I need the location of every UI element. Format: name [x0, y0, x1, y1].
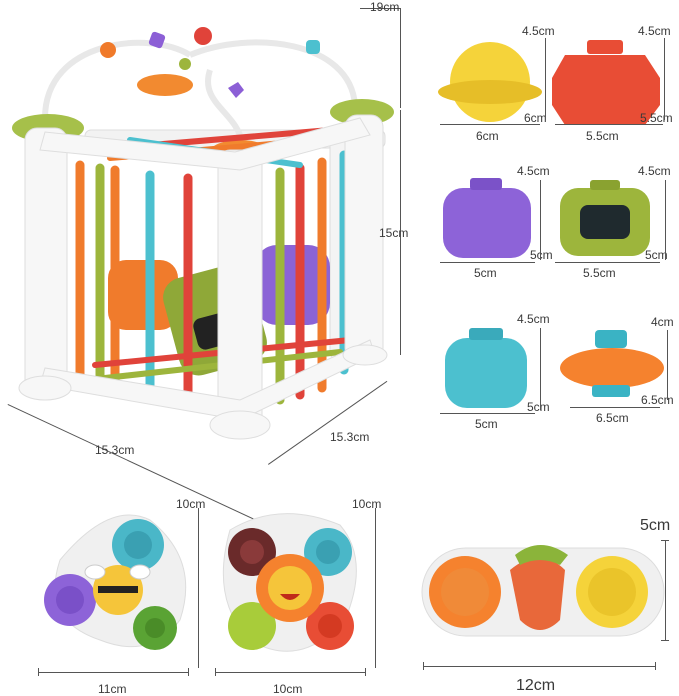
shape-1-height: 4.5cm [522, 24, 555, 38]
spinner-3-width: 12cm [516, 677, 556, 694]
cube-side-line [400, 110, 401, 355]
inner-shape-purple [255, 245, 330, 325]
shape-5-depth: 5cm [527, 400, 550, 414]
shape-6-vline [667, 330, 668, 400]
spinner-1-tick-r [188, 668, 189, 676]
shape-cyan-cube [445, 328, 527, 408]
shape-2-vline [664, 38, 665, 120]
cube-width-left-label: 15.3cm [95, 443, 135, 457]
cap-top [137, 74, 193, 96]
shape-1-depth: 6cm [524, 111, 547, 125]
shape-2-hline [555, 124, 663, 125]
shape-4-hline [555, 262, 660, 263]
cube-front-frame [18, 114, 388, 440]
shape-3-depth: 5cm [530, 248, 553, 262]
cube-height-line-top [360, 8, 400, 9]
wire-beads [100, 27, 320, 98]
shape-6-hline [570, 407, 660, 408]
spinner-2-height-line [375, 508, 376, 668]
inner-shape-orange [108, 260, 178, 330]
spinner-bee [44, 514, 187, 650]
shape-3-vline [540, 180, 541, 260]
spinner-1-width-line [38, 672, 188, 673]
cube-height-label: 19cm [370, 0, 400, 14]
spinner-3-tick-b [661, 640, 669, 641]
shape-2-width: 5.5cm [586, 129, 619, 143]
spinner-3-height-line [665, 540, 666, 640]
spinner-1-height: 10cm [176, 497, 206, 511]
shape-6-width: 6.5cm [596, 411, 629, 425]
shape-5-hline [440, 413, 535, 414]
spinner-sun [222, 513, 357, 652]
shape-purple-pumpkin [443, 178, 531, 258]
spinner-3-tick-r [655, 662, 656, 670]
shape-3-hline [440, 262, 535, 263]
shape-red-octagon [552, 40, 660, 125]
shape-green-robot [560, 180, 650, 256]
shape-orange-studded [560, 330, 664, 397]
spinner-2-width-line [215, 672, 365, 673]
shape-1-hline [440, 124, 540, 125]
shape-4-depth: 5cm [645, 248, 668, 262]
spinner-1-width: 11cm [98, 682, 127, 696]
cube-side-label: 15cm [379, 226, 409, 240]
shape-3-width: 5cm [474, 266, 497, 280]
shape-4-height: 4.5cm [638, 164, 671, 178]
shape-4-width: 5.5cm [583, 266, 616, 280]
spinner-3-width-line [423, 666, 655, 667]
shape-5-vline [540, 328, 541, 410]
shape-1-vline [545, 38, 546, 120]
shape-5-width: 5cm [475, 417, 498, 431]
shape-4-vline [665, 180, 666, 260]
spinner-1-tick-l [38, 668, 39, 676]
shape-3-height: 4.5cm [517, 164, 550, 178]
shape-6-depth: 6.5cm [641, 393, 674, 407]
shape-6-height: 4cm [651, 315, 674, 329]
spinner-2-tick-l [215, 668, 216, 676]
shape-5-height: 4.5cm [517, 312, 550, 326]
spinner-3-tick-t [661, 540, 669, 541]
shape-1-width: 6cm [476, 129, 499, 143]
shape-yellow-ball [438, 42, 542, 122]
spinner-carrot [421, 545, 665, 637]
spinner-3-tick-l [423, 662, 424, 670]
spinner-2-tick-r [365, 668, 366, 676]
spinner-2-height: 10cm [352, 497, 382, 511]
spinner-2-width: 10cm [273, 682, 303, 696]
spinner-1-height-line [198, 508, 199, 668]
cube-width-right-label: 15.3cm [330, 430, 370, 444]
shape-2-height: 4.5cm [638, 24, 671, 38]
spinner-3-height: 5cm [640, 517, 671, 534]
cube-height-line [400, 8, 401, 108]
